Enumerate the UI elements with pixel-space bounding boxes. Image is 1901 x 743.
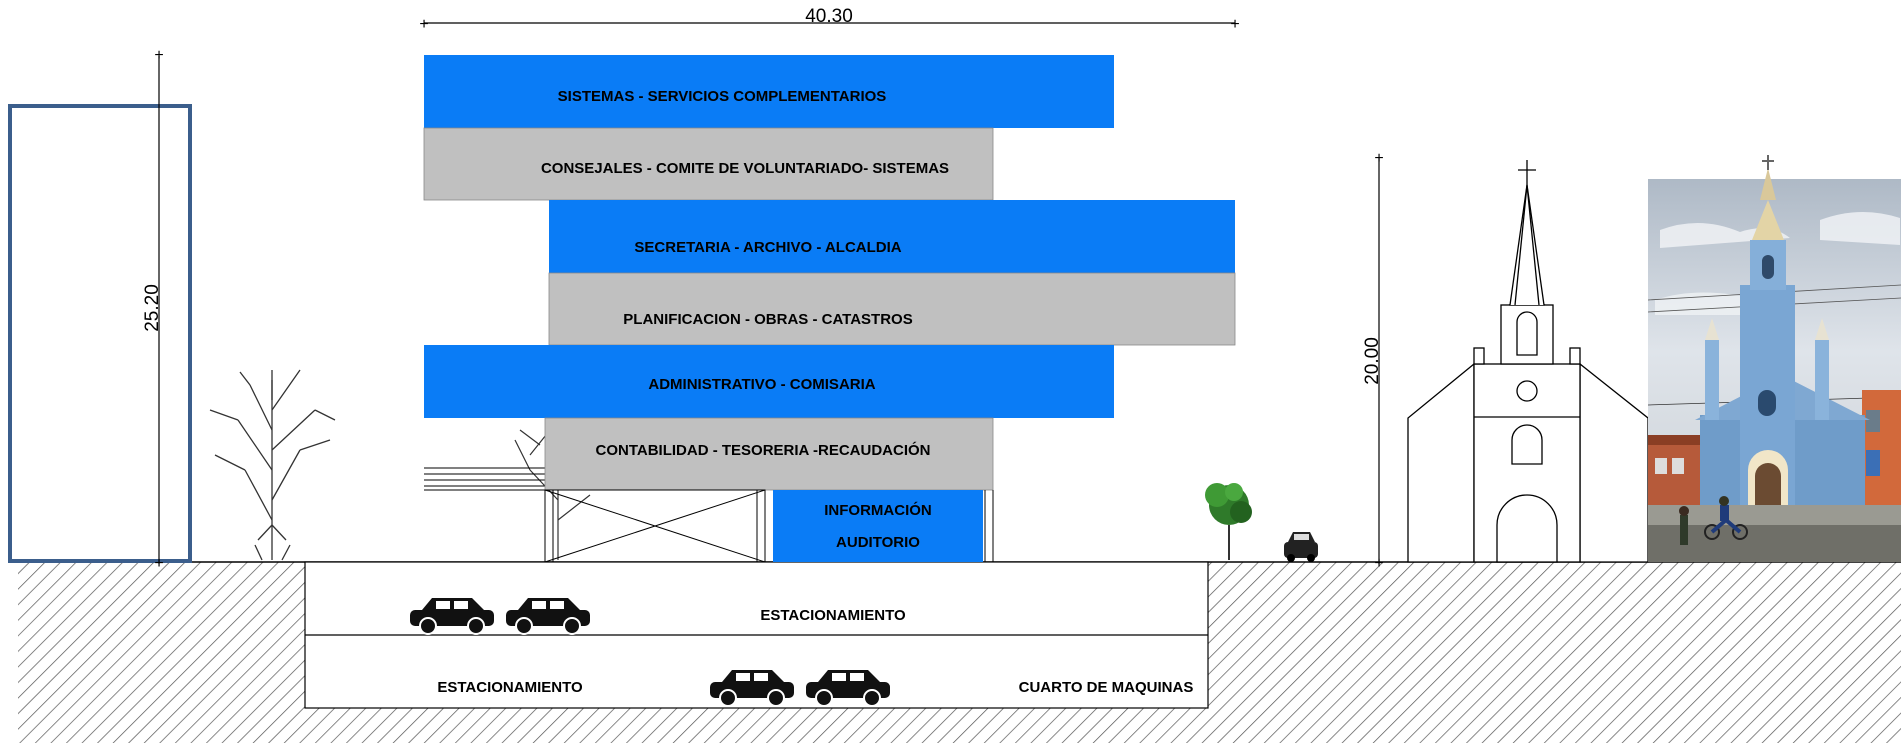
left-dimension-tick-bottom: + [154,555,163,572]
basement-level2-right-label: CUARTO DE MAQUINAS [1019,679,1194,696]
floor-4 [548,272,1236,346]
floor-6 [544,417,994,491]
ground-hatch-left [18,562,305,743]
ground-block [773,490,983,562]
church-icon [1407,160,1649,563]
floor-1 [424,55,1114,128]
floor-6-label: CONTABILIDAD - TESORERIA -RECAUDACIÓN [596,441,931,459]
ground-floor-frame [544,489,994,563]
church-dimension-tick-top: + [1374,150,1383,167]
floor-1-label: SISTEMAS - SERVICIOS COMPLEMENTARIOS [558,88,887,105]
ground-hatch-right [1208,562,1901,743]
basement-level2-left-label: ESTACIONAMIENTO [437,679,583,696]
tree-icon [209,369,336,561]
tree-icon [1205,483,1252,560]
ground-block-line1: INFORMACIÓN [824,501,932,519]
floor-3 [549,200,1235,273]
church-dimension-tick-bottom: + [1374,555,1383,572]
top-dimension-label: 40.30 [805,6,853,27]
church-dimension-label: 20.00 [1362,337,1383,385]
top-dimension-tick-left: + [419,16,428,33]
ground-block-line2: AUDITORIO [836,534,920,551]
floor-5 [424,345,1114,418]
floor-4-label: PLANIFICACION - OBRAS - CATASTROS [623,311,912,328]
floor-3-label: SECRETARIA - ARCHIVO - ALCALDIA [634,239,901,256]
floor-5-label: ADMINISTRATIVO - COMISARIA [648,376,875,393]
ground-hatch-bottom [305,708,1208,743]
floor-2-label: CONSEJALES - COMITE DE VOLUNTARIADO- SIS… [541,160,949,177]
left-dimension-tick-top: + [154,47,163,64]
car-icon [1284,532,1318,562]
neighbor-building-outline [8,104,192,563]
top-dimension-tick-right: + [1230,16,1239,33]
balcony-lines [424,467,548,491]
basement-level1-label: ESTACIONAMIENTO [760,607,906,624]
left-dimension-label: 25.20 [142,284,163,332]
church-photo [1647,155,1901,562]
